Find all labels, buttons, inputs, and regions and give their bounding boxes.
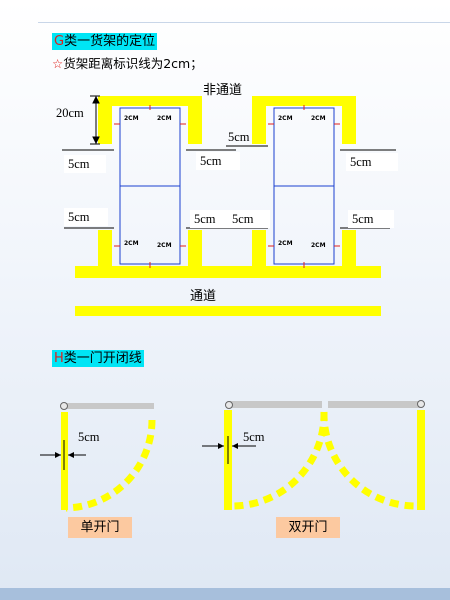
height-20cm-label: 20cm [56, 106, 84, 120]
shelf-markers-top [98, 96, 356, 144]
section-h-heading: H类一门开闭线 [52, 350, 144, 367]
double-door [202, 400, 425, 510]
double-door-label: 双开门 [276, 517, 340, 538]
section-g-heading: G类一货架的定位 [52, 33, 158, 50]
section-h-title: 类一门开闭线 [63, 351, 142, 366]
height-dimension [90, 95, 100, 145]
double-door-5cm-label: 5cm [243, 430, 265, 444]
gap-label-bottom-left: 5cm [64, 208, 108, 226]
shelf-distance-text: 货架距离标识线为2cm； [63, 56, 203, 71]
header-rule [38, 22, 450, 23]
shelf1-2cm-bottom-right: 2CM [157, 242, 172, 249]
shelf1-2cm-bottom-left: 2CM [124, 240, 139, 247]
gap-label-top-middle: 5cm [228, 130, 250, 144]
single-door-5cm-label: 5cm [78, 430, 100, 444]
gap-label-top-center: 5cm [196, 152, 240, 170]
section-g-title: 类一货架的定位 [64, 34, 156, 49]
shelf2-2cm-right: 2CM [311, 115, 326, 122]
footer-bar [0, 588, 450, 600]
gap-label-bottom-middle: 5cm [228, 210, 270, 228]
single-door [40, 402, 156, 512]
section-h-letter: H [54, 351, 64, 366]
star-icon: ☆ [52, 56, 64, 71]
shelf1-2cm-left: 2CM [124, 115, 139, 122]
shelf2-2cm-bottom-right: 2CM [311, 242, 326, 249]
aisle-label: 通道 [190, 289, 217, 304]
shelf-markers-bottom [75, 230, 381, 316]
non-aisle-label: 非通道 [203, 83, 243, 98]
shelf2-2cm-bottom-left: 2CM [278, 240, 293, 247]
shelf1-2cm-right: 2CM [157, 115, 172, 122]
red-dimension-ticks [114, 105, 340, 268]
single-door-label: 单开门 [68, 517, 132, 538]
shelf2-2cm-left: 2CM [278, 115, 293, 122]
gap-label-bottom-right: 5cm [348, 210, 394, 228]
gap-arrows [62, 145, 396, 229]
gap-label-top-right: 5cm [346, 153, 398, 171]
section-g-letter: G [54, 34, 65, 49]
gap-label-bottom-center: 5cm [190, 210, 232, 228]
gap-label-top-left: 5cm [64, 155, 106, 173]
shelf-distance-rule: ☆货架距离标识线为2cm； [52, 56, 203, 72]
